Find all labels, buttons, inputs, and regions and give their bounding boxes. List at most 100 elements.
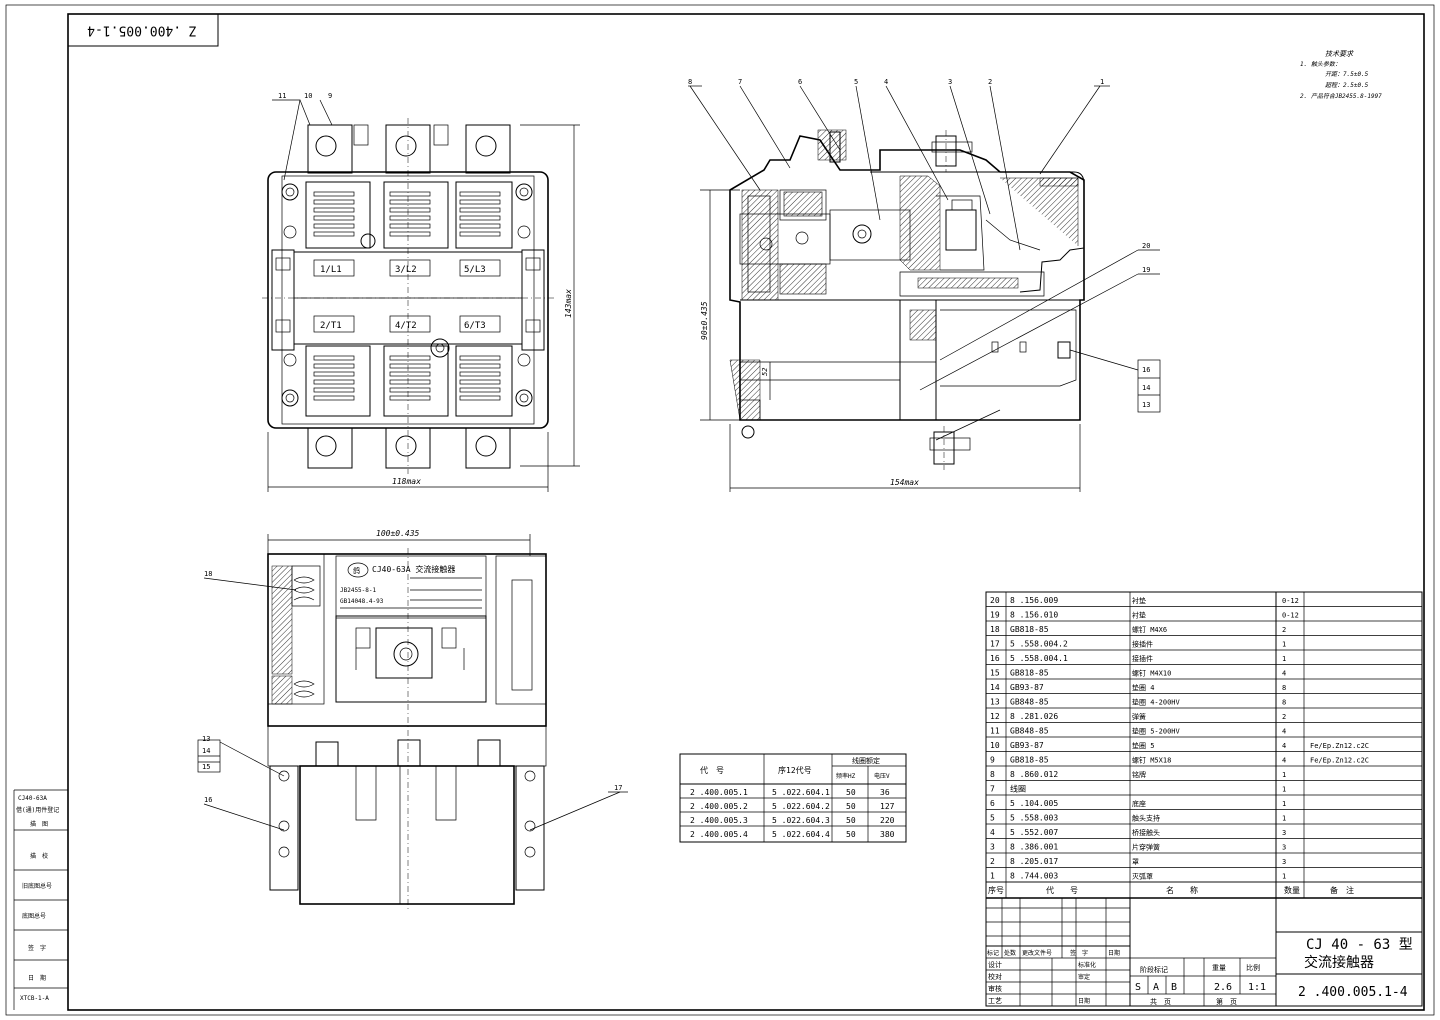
side-callout-19: 19 [1142,266,1150,274]
parts-row-code: 8 .281.026 [1010,712,1058,721]
parts-row-name: 垫圈 4 [1132,683,1154,692]
parts-row-name: 弹簧 [1132,712,1146,721]
parts-row-no: 9 [990,756,995,765]
parts-row-name: 螺钉 M4X10 [1132,669,1171,678]
tb-sab-s: S [1135,982,1141,993]
tb-stage: 阶段标记 [1140,965,1168,974]
terminal-label-4T2: 4/T2 [395,321,417,331]
parts-row-no: 19 [990,611,1000,620]
variants-subheader-1: 电压V [874,772,890,780]
parts-row-no: 16 [990,654,1000,663]
front-callout-11: 11 [278,92,286,100]
tb-product-line1: CJ 40 - 63 型 [1306,937,1413,953]
parts-row-name: 螺钉 M4X6 [1132,625,1167,634]
bottom-dim-top: 100±0.435 [376,529,420,538]
side-callout-16: 16 [1142,366,1150,374]
parts-row-code: 8 .386.001 [1010,843,1058,852]
strip-label-1: 借(通)用件登记 [16,806,59,814]
parts-row-no: 14 [990,683,1000,692]
parts-header-1: 代 号 [1046,885,1078,895]
variants-subheader-0: 频率HZ [836,772,856,780]
side-callout-8: 8 [688,78,692,86]
terminal-label-6T3: 6/T3 [464,321,486,331]
parts-row-qty: 3 [1282,844,1286,852]
variant-row-voltage: 380 [880,830,895,839]
parts-row-code: 5 .558.004.1 [1010,654,1068,663]
variants-header-0: 代 号 [700,765,724,775]
front-callout-10: 10 [304,92,312,100]
parts-row-qty: 1 [1282,786,1286,794]
tb-role-right-2: 日期 [1078,997,1090,1005]
bottom-callout-13: 13 [202,735,210,743]
strip-label-6: 描 图 [30,820,48,828]
variant-row-voltage: 36 [880,788,890,797]
tb-row-1: 处数 [1004,949,1016,957]
parts-row-name: 垫圈 5-200HV [1132,727,1181,736]
variant-row-freq: 50 [846,816,856,825]
variant-row-voltage: 220 [880,816,895,825]
sheet-outer-border [5,4,1435,1016]
variants-header-1: 序12代号 [778,765,812,775]
tb-scale: 1:1 [1248,982,1266,993]
bottom-callouts: 18 13 14 15 16 17 [197,570,628,831]
parts-row-code: GB848-85 [1010,698,1049,707]
tb-role-0: 设计 [988,960,1002,969]
parts-row-code: GB818-85 [1010,625,1049,634]
parts-row-name: 底座 [1132,799,1146,808]
parts-row-qty: 0-12 [1282,597,1299,605]
tb-sab-a: A [1153,982,1159,993]
notes-line-4: 2. 产品符合JB2455.8-1997 [1300,92,1382,100]
parts-row-name: 触头支持 [1132,814,1160,823]
parts-row-no: 12 [990,712,1000,721]
parts-row-qty: 4 [1282,728,1286,736]
tb-weight-label: 重量 [1212,964,1226,972]
parts-row-no: 5 [990,814,995,823]
parts-row-code: 8 .205.017 [1010,857,1058,866]
strip-label-3: 底图总号 [22,912,46,920]
bottom-callout-16: 16 [204,796,212,804]
parts-row-qty: 8 [1282,699,1286,707]
arc-chutes-lower [305,338,513,417]
parts-row-code: GB93-87 [1010,683,1044,692]
tb-weight: 2.6 [1214,982,1232,993]
tb-sheet-total: 共 页 [1150,997,1171,1006]
side-callout-1: 1 [1100,78,1104,86]
nameplate-std-2: GB14048.4-93 [340,598,384,605]
tb-row-2: 更改文件号 [1022,949,1052,957]
parts-row-name: 垫圈 5 [1132,741,1154,750]
bottom-terminals [307,427,511,469]
side-dim-small: 52 [761,368,769,376]
side-callouts-right: 20 19 16 14 13 [919,242,1161,413]
parts-row-no: 7 [990,785,995,794]
parts-row-name: 接插件 [1132,640,1153,649]
parts-row-code: 8 .156.009 [1010,596,1058,605]
strip-label-7: 描 校 [30,852,48,860]
parts-row-no: 13 [990,698,1000,707]
title-block: 标记 处数 更改文件号 签 字 日期 设计 校对 审核 工艺 标准化 审定 日期… [985,897,1423,1007]
parts-row-code: 5 .558.003 [1010,814,1058,823]
parts-row-code: GB818-85 [1010,669,1049,678]
nameplate-title: CJ40-63A 交流接触器 [372,564,455,574]
parts-row-qty: 1 [1282,641,1286,649]
tb-drawing-no: 2 .400.005.1-4 [1298,985,1408,1000]
parts-row-qty: 4 [1282,742,1286,750]
parts-row-no: 6 [990,799,995,808]
side-callout-7: 7 [738,78,742,86]
front-dim-height: 143max [564,289,573,318]
notes-heading: 技术要求 [1325,50,1354,58]
side-callout-2: 2 [988,78,992,86]
parts-row-no: 18 [990,625,1000,634]
variant-row-voltage: 127 [880,802,895,811]
parts-header-0: 序号 [988,885,1004,895]
parts-row-name: 桥接触头 [1132,828,1160,837]
parts-row-name: 螺钉 M5X18 [1132,756,1171,765]
tb-row-4: 日期 [1108,949,1120,957]
front-view: 1/L1 3/L2 5/L3 2/T1 4/T2 6/T3 [262,92,580,492]
bottom-callout-15: 15 [202,763,210,771]
parts-row-code: 5 .104.005 [1010,799,1058,808]
strip-label-4: 签 字 [28,944,46,952]
parts-row-name: 衬垫 [1132,596,1146,605]
parts-header-3: 数量 [1284,885,1300,895]
tb-row-3: 签 字 [1070,949,1088,957]
